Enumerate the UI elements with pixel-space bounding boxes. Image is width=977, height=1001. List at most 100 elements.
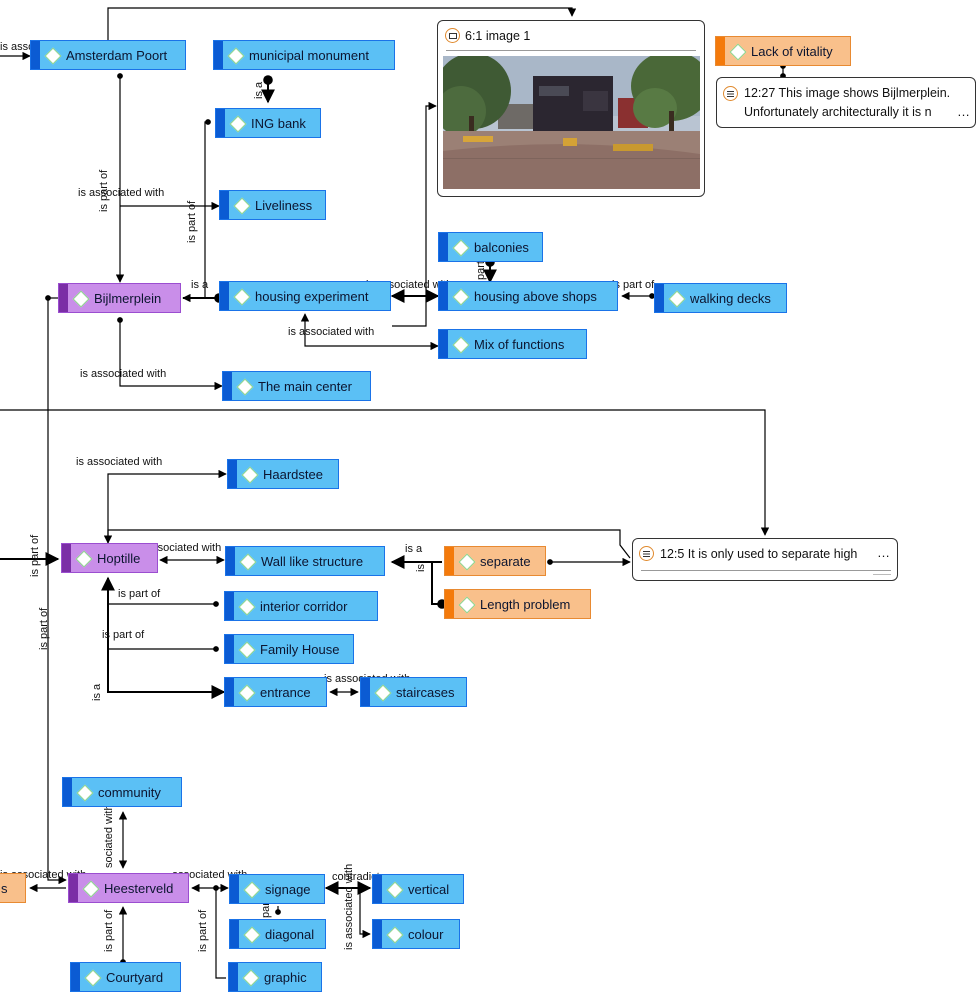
node-color-bar [31,41,40,69]
memo-line-2: Unfortunately architecturally it is n [744,105,932,119]
resize-grip[interactable] [873,574,891,575]
node-color-bar [716,37,725,65]
node-color-bar [361,678,370,706]
rel-label: is associated with [343,864,355,950]
rel-label: part [475,261,487,280]
node-label: s [1,880,8,896]
rel-label: is associated with [76,456,162,468]
rel-label: associated with [146,542,221,554]
code-node-partial-left[interactable]: s [0,873,26,903]
rhombus-code-icon [245,883,258,896]
code-node-community[interactable]: community [62,777,182,807]
code-node-walking-decks[interactable]: walking decks [654,283,787,313]
code-node-courtyard[interactable]: Courtyard [70,962,181,992]
code-node-the-main-center[interactable]: The main center [222,371,371,401]
code-node-graphic[interactable]: graphic [228,962,322,992]
bijlmerplein-photo[interactable] [443,56,700,189]
node-color-bar [230,875,239,903]
code-node-staircases[interactable]: staircases [360,677,467,707]
rhombus-code-icon [454,338,467,351]
entity-node-bijlmerplein[interactable]: Bijlmerplein [58,283,181,313]
rel-label: is part of [186,200,198,243]
code-node-colour[interactable]: colour [372,919,460,949]
node-color-bar [214,41,223,69]
node-color-bar [223,372,232,400]
node-color-bar [220,282,229,310]
node-label: community [98,784,161,800]
node-color-bar [439,233,448,261]
node-label: The main center [258,378,352,394]
rel-label: is part of [118,588,161,600]
image-card-title: 6:1 image 1 [465,28,531,43]
rel-label: is a [91,683,103,701]
code-node-balconies[interactable]: balconies [438,232,543,262]
node-color-bar [445,547,454,575]
code-node-interior-corridor[interactable]: interior corridor [224,591,378,621]
code-node-ing-bank[interactable]: ING bank [215,108,321,138]
rhombus-code-icon [244,971,257,984]
node-label: Mix of functions [474,336,565,352]
node-label: Haardstee [263,466,323,482]
rhombus-code-icon [460,555,473,568]
node-label: Lack of vitality [751,43,833,59]
node-label: housing above shops [474,288,597,304]
code-node-haardstee[interactable]: Haardstee [227,459,339,489]
node-color-bar [62,544,71,572]
code-node-municipal-monument[interactable]: municipal monument [213,40,395,70]
code-node-wall-like-structure[interactable]: Wall like structure [225,546,385,576]
rhombus-code-icon [84,882,97,895]
card-divider [446,50,696,51]
image-card-header: 6:1 image 1 [445,28,530,43]
code-node-family-house[interactable]: Family House [224,634,354,664]
memo-line-1: 12:27 This image shows Bijlmerplein. [744,86,951,100]
rel-label: is part of [197,909,209,952]
rel-label: is [415,564,427,572]
entity-node-heesterveld[interactable]: Heesterveld [68,873,189,903]
node-color-bar [69,874,78,902]
node-label: Wall like structure [261,553,364,569]
memo-expand-button[interactable]: … [877,545,890,560]
card-divider [641,570,891,571]
rhombus-code-icon [245,928,258,941]
rel-label: is part of [29,534,41,577]
node-label: vertical [408,881,450,897]
code-node-length-problem[interactable]: Length problem [444,589,591,619]
node-label: entrance [260,684,311,700]
rel-label: contradict [332,871,380,883]
code-node-liveliness[interactable]: Liveliness [219,190,326,220]
rhombus-code-icon [238,380,251,393]
node-label: municipal monument [249,47,369,63]
rel-label: is a [253,81,265,99]
image-quotation-card[interactable]: 6:1 image 1 [437,20,705,197]
rel-label: is associated with [78,187,164,199]
node-label: Family House [260,641,340,657]
code-node-housing-above-shops[interactable]: housing above shops [438,281,618,311]
node-label: Length problem [480,596,571,612]
code-node-separate[interactable]: separate [444,546,546,576]
memo-card-separate[interactable]: 12:5 It is only used to separate high … [632,538,898,581]
rhombus-code-icon [46,49,59,62]
code-node-lack-of-vitality[interactable]: Lack of vitality [715,36,851,66]
code-node-entrance[interactable]: entrance [224,677,327,707]
rhombus-code-icon [731,45,744,58]
rhombus-code-icon [77,552,90,565]
rhombus-code-icon [454,290,467,303]
rhombus-code-icon [231,117,244,130]
code-node-amsterdam-poort[interactable]: Amsterdam Poort [30,40,186,70]
node-color-bar [71,963,80,991]
node-color-bar [59,284,68,312]
node-color-bar [225,635,234,663]
memo-expand-button[interactable]: … [957,104,970,119]
memo-icon [639,546,654,561]
node-color-bar [373,920,382,948]
code-node-vertical[interactable]: vertical [372,874,464,904]
memo-card-bijlmerplein[interactable]: 12:27 This image shows Bijlmerplein. Unf… [716,77,976,128]
code-node-housing-experiment[interactable]: housing experiment [219,281,391,311]
code-node-diagonal[interactable]: diagonal [229,919,326,949]
code-node-signage[interactable]: signage [229,874,325,904]
node-color-bar [655,284,664,312]
code-node-mix-of-functions[interactable]: Mix of functions [438,329,587,359]
rhombus-code-icon [454,241,467,254]
entity-node-hoptille[interactable]: Hoptille [61,543,158,573]
